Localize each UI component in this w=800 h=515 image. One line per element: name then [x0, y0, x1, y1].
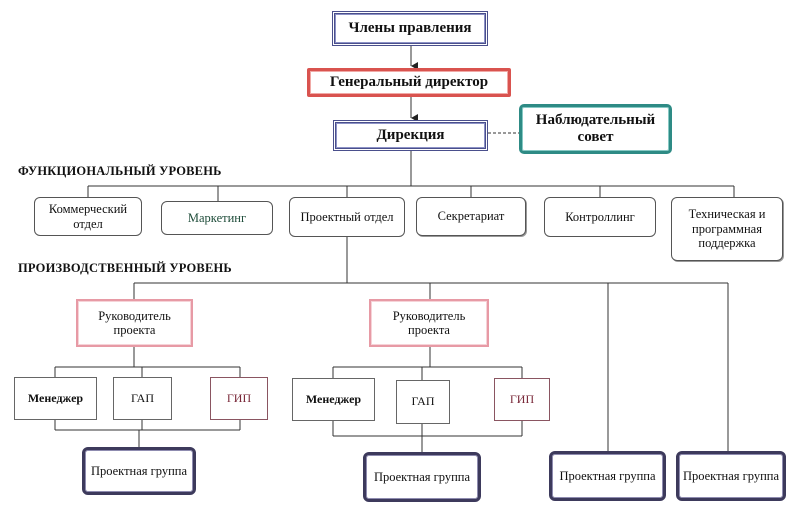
gip-label: ГИП	[509, 391, 535, 406]
gap-box: ГАП	[113, 377, 172, 420]
project-manager-box: Руководитель проекта	[76, 299, 193, 347]
board-members-label: Члены правления	[348, 19, 472, 36]
project-manager-box: Руководитель проекта	[369, 299, 489, 347]
gip-box: ГИП	[210, 377, 268, 420]
department-controlling: Контроллинг	[544, 197, 656, 237]
department-tech-support: Техническая и программная поддержка	[671, 197, 783, 261]
project-manager-label: Руководитель проекта	[392, 308, 466, 337]
gip-box: ГИП	[494, 378, 550, 421]
project-manager-label: Руководитель проекта	[98, 308, 171, 337]
project-group-label: Проектная группа	[373, 469, 471, 484]
project-group-label: Проектная группа	[90, 463, 188, 478]
department-label: Контроллинг	[565, 209, 635, 224]
manager-label: Менеджер	[305, 391, 362, 406]
manager-label: Менеджер	[27, 390, 84, 405]
project-group-box: Проектная группа	[82, 447, 196, 495]
department-label: Техническая и программная поддержка	[688, 207, 766, 251]
department-secretariat: Секретариат	[416, 197, 526, 236]
gap-label: ГАП	[131, 390, 154, 405]
department-project: Проектный отдел	[289, 197, 405, 237]
production-level-heading: ПРОИЗВОДСТВЕННЫЙ УРОВЕНЬ	[18, 261, 232, 275]
manager-box: Менеджер	[14, 377, 97, 420]
department-label: Проектный отдел	[300, 209, 394, 224]
directorate-label: Дирекция	[376, 126, 445, 143]
department-label: Секретариат	[437, 209, 505, 224]
department-label: Маркетинг	[187, 210, 247, 225]
department-marketing: Маркетинг	[161, 201, 273, 235]
department-label: Коммерческий отдел	[48, 202, 128, 231]
project-group-box: Проектная группа	[676, 451, 786, 501]
gap-label: ГАП	[411, 394, 435, 409]
general-director-box: Генеральный директор	[307, 68, 511, 97]
supervisory-board-label: Наблюдательный совет	[535, 111, 656, 145]
manager-box: Менеджер	[292, 378, 375, 421]
project-group-label: Проектная группа	[559, 468, 656, 483]
board-members-box: Члены правления	[332, 11, 488, 46]
supervisory-board-box: Наблюдательный совет	[519, 104, 672, 154]
functional-level-heading: ФУНКЦИОНАЛЬНЫЙ УРОВЕНЬ	[18, 164, 222, 178]
gip-label: ГИП	[226, 390, 252, 405]
directorate-box: Дирекция	[333, 120, 488, 151]
department-commercial: Коммерческий отдел	[34, 197, 142, 236]
project-group-box: Проектная группа	[549, 451, 666, 501]
gap-box: ГАП	[396, 380, 450, 424]
project-group-label: Проектная группа	[682, 468, 780, 483]
project-group-box: Проектная группа	[363, 452, 481, 502]
general-director-label: Генеральный директор	[329, 73, 489, 90]
